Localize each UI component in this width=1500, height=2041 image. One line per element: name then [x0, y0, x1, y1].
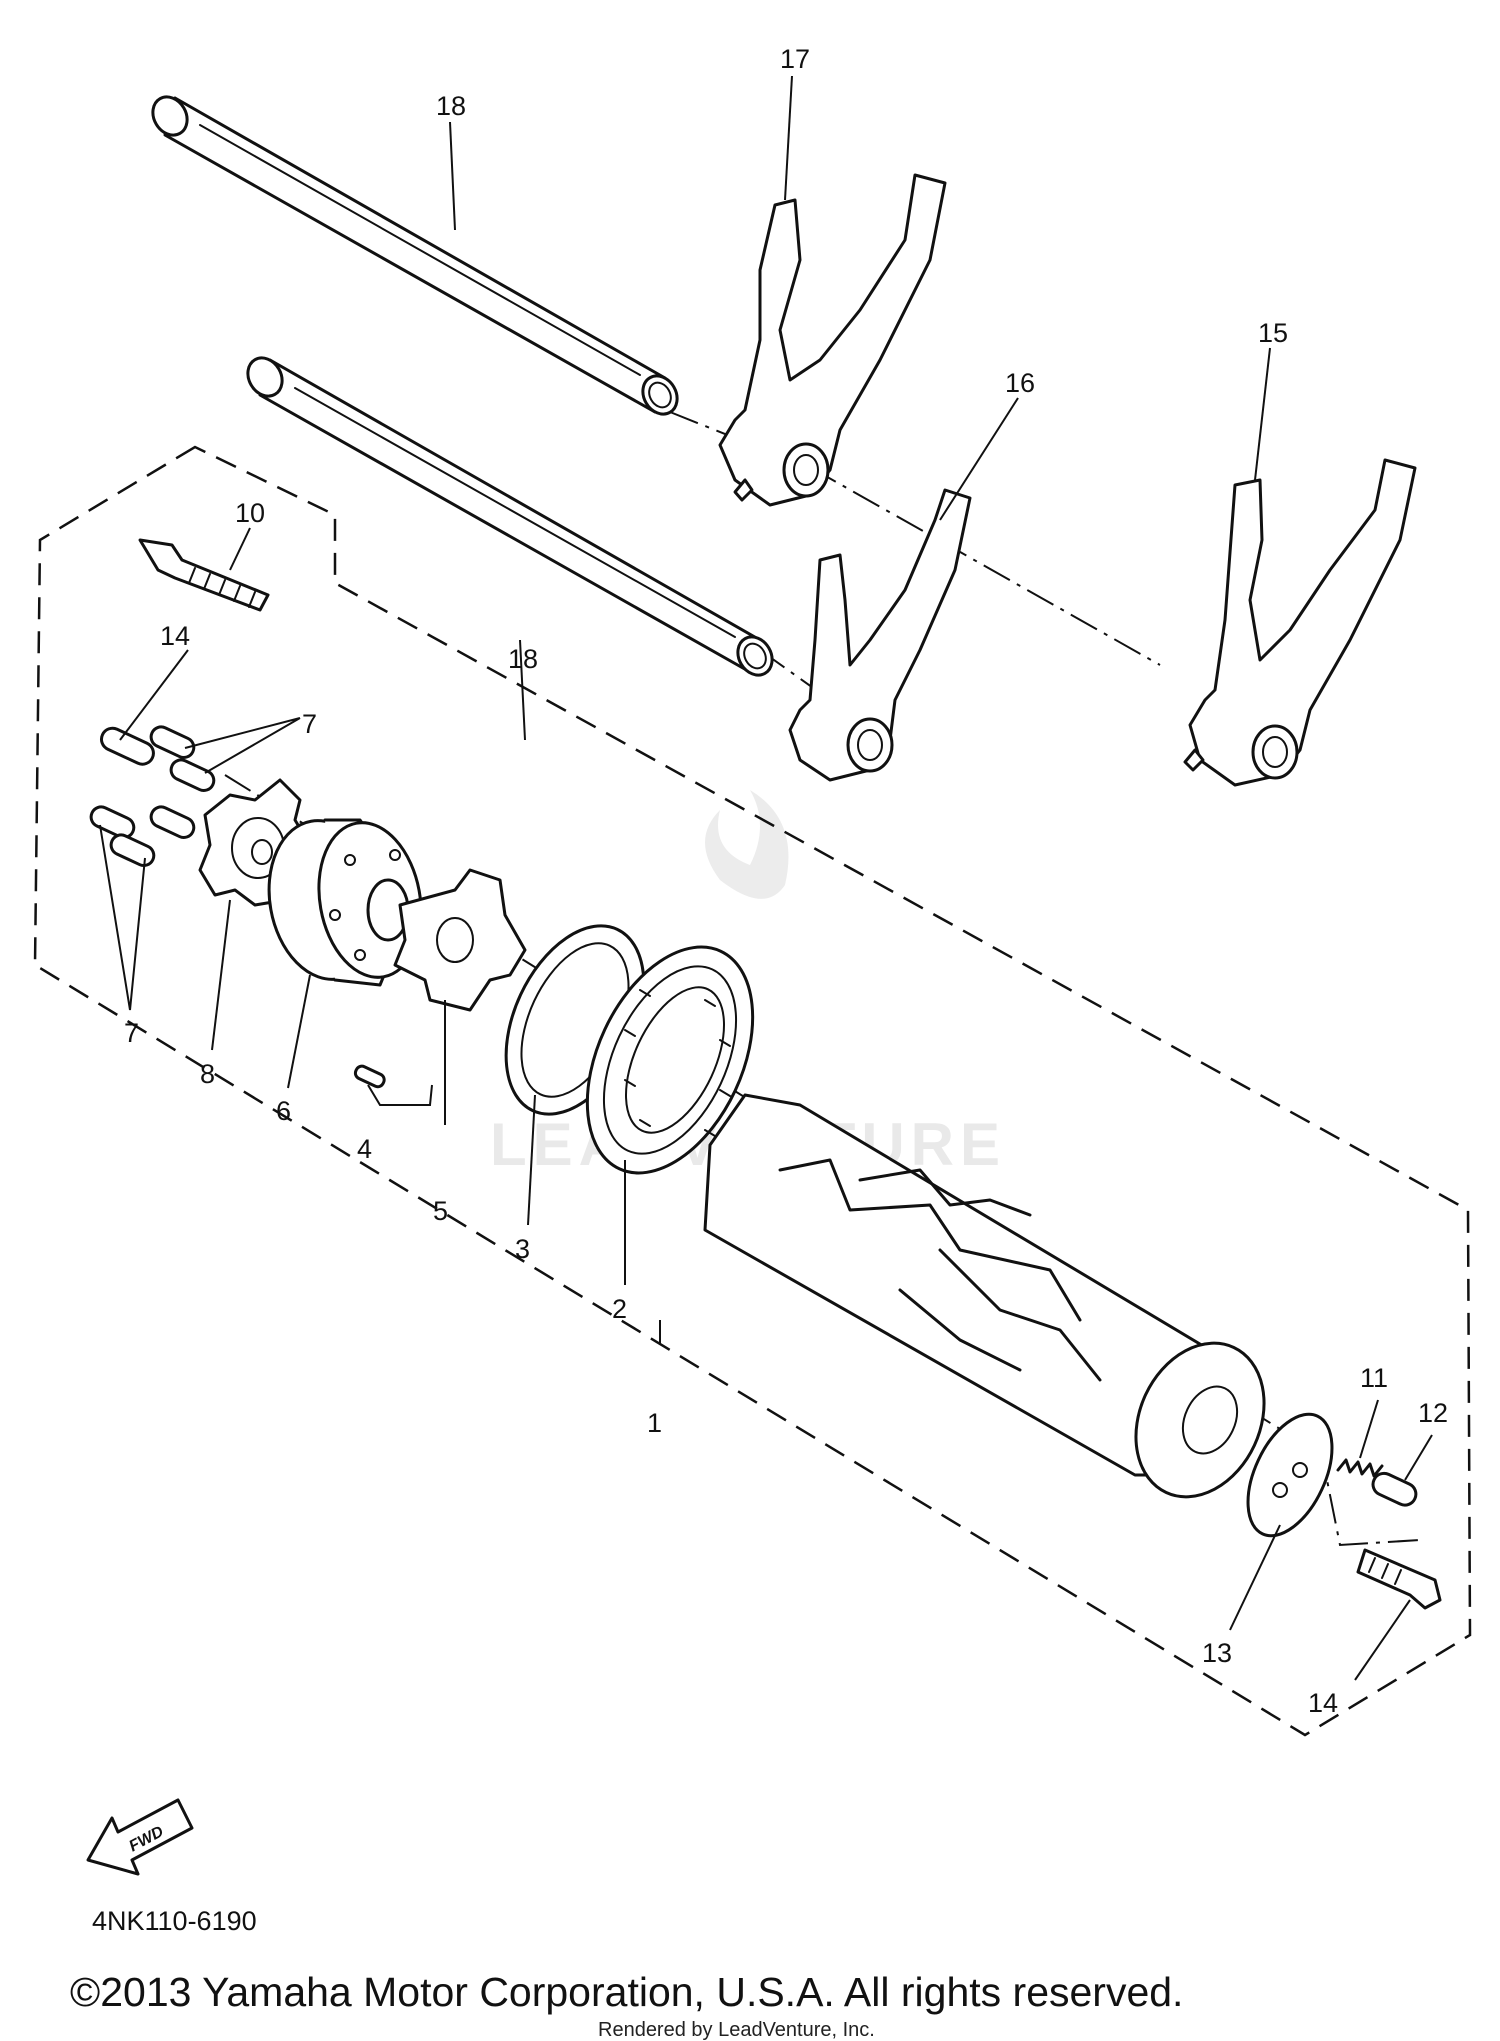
plate-12	[1246, 1412, 1334, 1538]
callout-14: 14	[160, 621, 190, 651]
screw-9	[138, 538, 270, 612]
shift-fork-17	[718, 173, 947, 507]
fwd-arrow-icon: FWD	[86, 1798, 194, 1876]
callout-7-left: 7	[124, 1018, 139, 1048]
callout-10: 11	[1360, 1363, 1388, 1393]
assembly-boundary	[33, 445, 1472, 1737]
callout-18-lower: 18	[508, 644, 538, 674]
callout-9: 10	[235, 498, 265, 528]
pin-11	[1371, 1471, 1418, 1507]
callout-8: 8	[200, 1059, 215, 1089]
rendered-by-notice: Rendered by LeadVenture, Inc.	[598, 2019, 875, 2041]
copyright-notice: ©2013 Yamaha Motor Corporation, U.S.A. A…	[70, 1969, 1183, 2015]
callout-numbers: 18 17 16 15 18 10 14 7 7 8 6 4 5 3 2 1 1…	[124, 44, 1448, 1718]
shift-shaft-lower	[246, 356, 774, 677]
shift-fork-15	[1183, 458, 1417, 787]
screw-13	[1356, 1548, 1442, 1610]
leader-lines	[99, 75, 1433, 1681]
callout-4: 4	[357, 1134, 372, 1164]
detent-axis	[1319, 1444, 1421, 1547]
callout-15: 15	[1258, 318, 1288, 348]
shift-fork-16	[788, 488, 972, 782]
callout-3: 3	[515, 1234, 530, 1264]
callout-6: 6	[276, 1096, 291, 1126]
shift-cam-1	[703, 1093, 1266, 1499]
callout-7-right: 7	[302, 709, 317, 739]
plate-5	[393, 868, 527, 1012]
callout-17: 17	[780, 44, 810, 74]
pin-4	[353, 1064, 386, 1089]
callout-5: 5	[433, 1196, 448, 1226]
callout-2: 2	[612, 1294, 627, 1324]
spring-10	[1336, 1458, 1384, 1478]
callout-11: 12	[1418, 1398, 1448, 1428]
dowel-pins	[89, 725, 216, 867]
callout-12: 13	[1202, 1638, 1232, 1668]
callout-1: 1	[647, 1408, 662, 1438]
callout-13: 14	[1308, 1688, 1338, 1718]
bearing-2	[585, 945, 755, 1175]
callout-18-upper: 18	[436, 91, 466, 121]
shift-shaft-upper	[151, 95, 679, 416]
callout-16: 16	[1005, 368, 1035, 398]
diagram-code: 4NK110-6190	[92, 1906, 257, 1936]
